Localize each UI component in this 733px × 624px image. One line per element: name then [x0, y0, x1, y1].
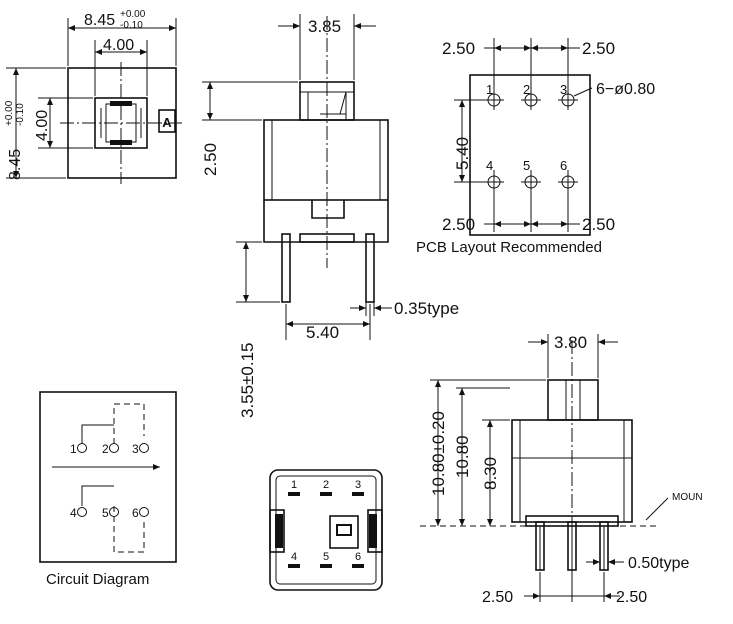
front-height-b: 8.30: [481, 457, 500, 490]
top-height-tol-lower: -0.10: [15, 103, 26, 126]
bottom-view: 1 2 3 4 5 6: [269, 469, 383, 591]
front-plunger-width: 3.80: [554, 333, 587, 352]
side-view: 3.85 2.50 3.55±0.15 5.40 0.35type: [201, 14, 459, 418]
bottom-pin-number: 5: [323, 551, 329, 563]
circuit-terminal: [139, 507, 149, 517]
circuit-pin-number: 4: [70, 506, 77, 520]
bottom-pad: [320, 492, 332, 496]
top-height-tol-upper: +0.00: [4, 100, 15, 126]
top-view-marker-box: [158, 109, 176, 133]
pcb-pitch-bottom-right: 2.50: [582, 215, 615, 234]
bottom-pin-number: 6: [355, 551, 361, 563]
circuit-caption: Circuit Diagram: [46, 571, 149, 588]
bottom-pad: [288, 564, 300, 568]
top-height-dim: 8.45: [7, 149, 24, 180]
front-pitch-left: 2.50: [482, 589, 513, 606]
circuit-frame: [39, 391, 177, 563]
circuit-pin-number: 2: [102, 442, 109, 456]
front-height-a: 10.80: [453, 435, 472, 478]
pcb-hole-spec: 6−ø0.80: [596, 81, 655, 98]
front-view: MOUN 3.80 10.80±0.20 10.80 8.30 0.50type…: [420, 333, 703, 606]
top-inner-width-dim: 4.00: [103, 37, 134, 54]
pcb-caption: PCB Layout Recommended: [416, 239, 602, 256]
pcb-pin-number: 6: [560, 158, 567, 173]
side-pin-left: [281, 233, 291, 303]
bottom-pad: [320, 564, 332, 568]
circuit-pin-number: 3: [132, 442, 139, 456]
bottom-pin-number: 2: [323, 479, 329, 491]
bottom-pad: [352, 492, 364, 496]
bottom-pin-number: 4: [291, 551, 297, 563]
top-width-tol-lower: -0.10: [120, 20, 143, 31]
bottom-pin-number: 3: [355, 479, 361, 491]
pcb-pitch-top-right: 2.50: [582, 39, 615, 58]
pcb-pitch-top-left: 2.50: [442, 39, 475, 58]
top-width-tol-upper: +0.00: [120, 9, 146, 20]
top-view-slot-bottom: [110, 140, 132, 145]
bottom-pad: [288, 492, 300, 496]
pcb-pin-number: 2: [523, 82, 530, 97]
pcb-pitch-bottom-left: 2.50: [442, 215, 475, 234]
top-view-marker: A: [162, 115, 172, 130]
bottom-pad: [352, 564, 364, 568]
circuit-pin-number: 1: [70, 442, 77, 456]
circuit-pin-number: 6: [132, 506, 139, 520]
pcb-outline: [469, 74, 591, 236]
pcb-pin-number: 1: [486, 82, 493, 97]
pcb-pin-number: 4: [486, 158, 493, 173]
circuit-pin-number: 5: [102, 506, 109, 520]
side-plunger-width: 3.85: [308, 17, 341, 36]
circuit-terminal: [77, 507, 87, 517]
top-view: A 8.45 +0.00 -0.10 4.00 8.45 +0.00 -0.10…: [4, 9, 182, 184]
top-view-slot-top: [110, 101, 132, 106]
pcb-pin-number: 3: [560, 82, 567, 97]
circuit-terminal: [109, 443, 119, 453]
front-total-height: 10.80±0.20: [429, 411, 448, 496]
front-mount-label: MOUN: [672, 492, 703, 503]
circuit-diagram: 1 2 3 4 5 6 Circuit Diagram: [39, 391, 177, 588]
side-pin-right: [365, 233, 375, 303]
side-pin-thickness: 0.35type: [394, 299, 459, 318]
circuit-terminal: [139, 443, 149, 453]
side-pin-spacing: 5.40: [306, 323, 339, 342]
side-plunger-height: 2.50: [201, 143, 220, 176]
side-body: [263, 119, 389, 201]
front-pitch-right: 2.50: [616, 589, 647, 606]
side-pin-length: 3.55±0.15: [238, 342, 257, 418]
top-width-dim: 8.45: [84, 12, 115, 29]
top-inner-height-dim: 4.00: [34, 110, 51, 141]
pcb-pin-number: 5: [523, 158, 530, 173]
front-pin-thickness: 0.50type: [628, 555, 689, 572]
bottom-pin-number: 1: [291, 479, 297, 491]
pcb-row-spacing: 5.40: [453, 137, 472, 170]
circuit-terminal: [77, 443, 87, 453]
front-plunger: [547, 379, 599, 421]
